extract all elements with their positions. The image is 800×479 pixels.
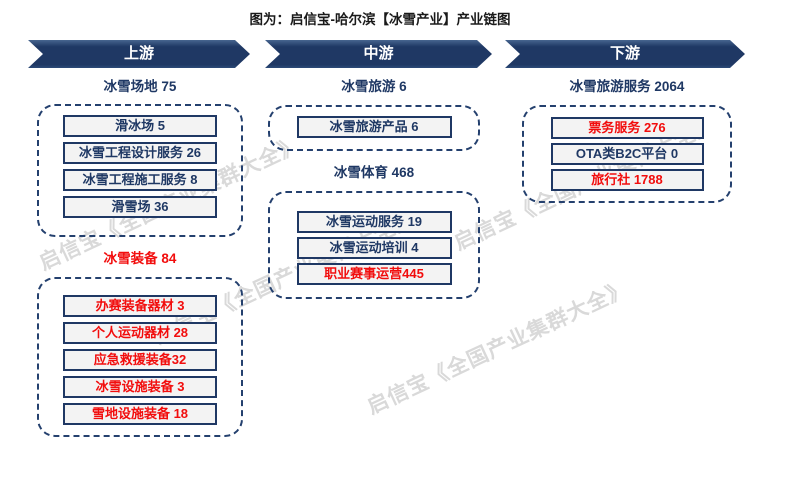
item-box: 办赛装备器材 3 bbox=[63, 295, 217, 317]
group-dashed-box: 办赛装备器材 3 个人运动器材 28 应急救援装备32 冰雪设施装备 3 雪地设… bbox=[37, 277, 243, 437]
group-ice-snow-tourism: 冰雪旅游 6 冰雪旅游产品 6 bbox=[268, 78, 480, 151]
group-dashed-box: 票务服务 276 OTA类B2C平台 0 旅行社 1788 bbox=[522, 105, 732, 203]
item-box: 冰雪设施装备 3 bbox=[63, 376, 217, 398]
group-dashed-box: 冰雪旅游产品 6 bbox=[268, 105, 480, 151]
column-midstream: 冰雪旅游 6 冰雪旅游产品 6 冰雪体育 468 冰雪运动服务 19 冰雪运动培… bbox=[268, 76, 480, 299]
item-box: 冰雪运动培训 4 bbox=[296, 237, 452, 259]
column-upstream: 冰雪场地 75 滑冰场 5 冰雪工程设计服务 26 冰雪工程施工服务 8 滑雪场… bbox=[37, 76, 243, 437]
item-box: OTA类B2C平台 0 bbox=[550, 143, 704, 165]
item-box: 滑雪场 36 bbox=[63, 196, 217, 218]
group-dashed-box: 滑冰场 5 冰雪工程设计服务 26 冰雪工程施工服务 8 滑雪场 36 bbox=[37, 104, 243, 237]
stage-arrow-upstream: 上游 bbox=[28, 40, 250, 68]
group-ice-snow-sports: 冰雪体育 468 冰雪运动服务 19 冰雪运动培训 4 职业赛事运营445 bbox=[268, 164, 480, 299]
stage-arrow-downstream: 下游 bbox=[505, 40, 745, 68]
item-box: 票务服务 276 bbox=[550, 117, 704, 139]
group-ice-snow-travel-services: 冰雪旅游服务 2064 票务服务 276 OTA类B2C平台 0 旅行社 178… bbox=[522, 78, 732, 203]
group-heading: 冰雪场地 75 bbox=[103, 79, 177, 94]
group-heading: 冰雪体育 468 bbox=[333, 165, 415, 180]
item-box: 冰雪工程施工服务 8 bbox=[63, 169, 217, 191]
item-box: 雪地设施装备 18 bbox=[63, 403, 217, 425]
group-ice-snow-equipment: 冰雪装备 84 办赛装备器材 3 个人运动器材 28 应急救援装备32 冰雪设施… bbox=[37, 250, 243, 437]
column-downstream: 冰雪旅游服务 2064 票务服务 276 OTA类B2C平台 0 旅行社 178… bbox=[522, 76, 732, 203]
item-box: 滑冰场 5 bbox=[63, 115, 217, 137]
item-box: 旅行社 1788 bbox=[550, 169, 704, 191]
item-box: 职业赛事运营445 bbox=[296, 263, 452, 285]
item-box: 冰雪旅游产品 6 bbox=[296, 116, 452, 138]
group-heading: 冰雪旅游 6 bbox=[341, 79, 407, 94]
group-heading: 冰雪旅游服务 2064 bbox=[569, 79, 685, 94]
item-box: 个人运动器材 28 bbox=[63, 322, 217, 344]
item-box: 冰雪工程设计服务 26 bbox=[63, 142, 217, 164]
diagram-title: 图为：启信宝-哈尔滨【冰雪产业】产业链图 bbox=[249, 12, 511, 27]
stage-arrow-midstream: 中游 bbox=[265, 40, 492, 68]
item-box: 应急救援装备32 bbox=[63, 349, 217, 371]
group-dashed-box: 冰雪运动服务 19 冰雪运动培训 4 职业赛事运营445 bbox=[268, 191, 480, 299]
item-box: 冰雪运动服务 19 bbox=[296, 211, 452, 233]
group-heading: 冰雪装备 84 bbox=[103, 251, 177, 266]
group-ice-snow-venues: 冰雪场地 75 滑冰场 5 冰雪工程设计服务 26 冰雪工程施工服务 8 滑雪场… bbox=[37, 78, 243, 237]
